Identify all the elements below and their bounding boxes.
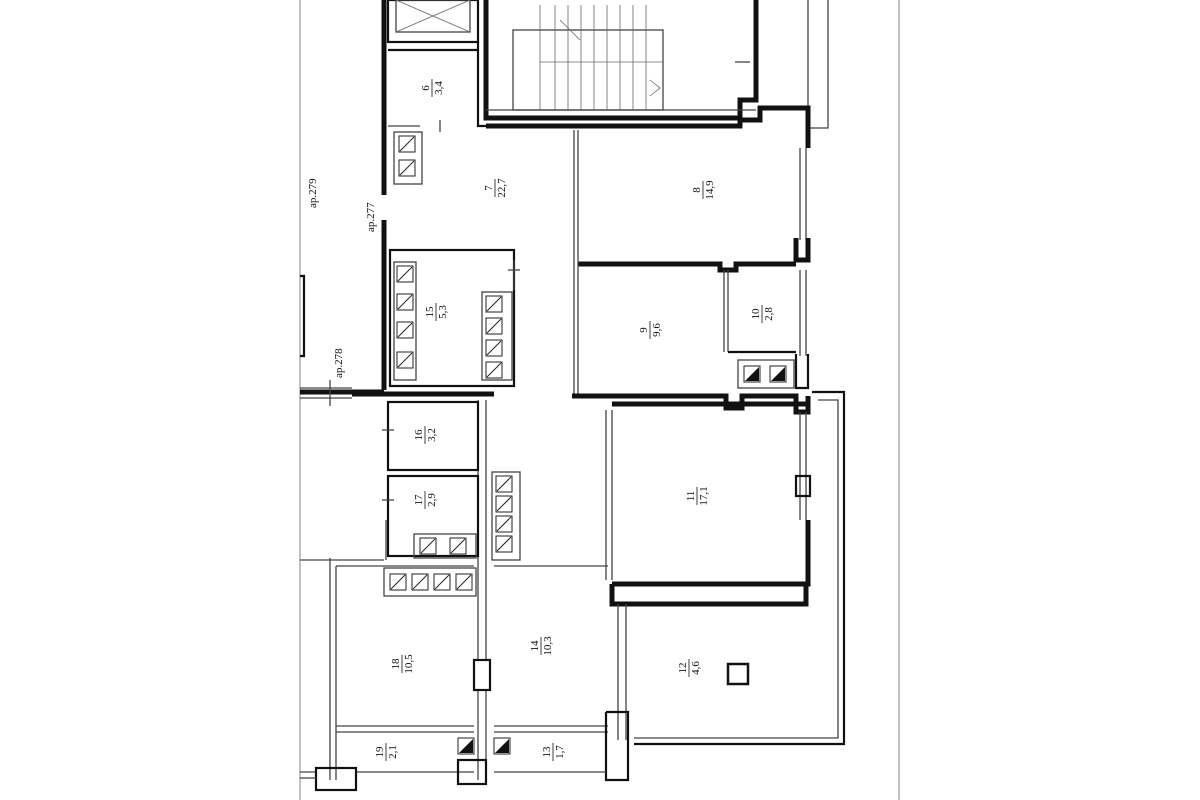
- top-shaft: [386, 0, 480, 44]
- room-area: 3,2: [426, 428, 438, 442]
- stairwell: [483, 0, 759, 121]
- room-number: 16: [413, 429, 425, 441]
- room-number: 17: [413, 494, 425, 506]
- walls: [300, 0, 846, 792]
- room-number: 9: [638, 327, 650, 333]
- section-marker: [300, 274, 306, 358]
- room-area: 10,3: [542, 636, 554, 656]
- room-number: 8: [691, 187, 703, 193]
- annotation-ap277: ар.277: [365, 202, 377, 232]
- room-area: 5,3: [437, 305, 449, 319]
- room-number: 19: [374, 746, 386, 758]
- outer-wall-top-right: [807, 0, 829, 129]
- room-number: 18: [390, 658, 402, 670]
- room-area: 2,1: [387, 745, 399, 759]
- room-number: 14: [529, 640, 541, 652]
- annotation-ap279: ар.279: [307, 178, 319, 208]
- room-area: 9,6: [651, 323, 663, 337]
- room-area: 10,5: [403, 654, 415, 674]
- room-area: 2,9: [426, 493, 438, 507]
- room-number: 15: [424, 306, 436, 318]
- room-area: 2,8: [763, 307, 775, 321]
- room-number: 7: [483, 185, 495, 191]
- room-number: 13: [541, 746, 553, 758]
- room-area: 14,9: [704, 180, 716, 200]
- room-area: 3,4: [433, 81, 445, 95]
- room-number: 11: [685, 491, 697, 502]
- room-area: 17,1: [698, 486, 710, 505]
- room-area: 4,6: [690, 661, 702, 675]
- room-number: 10: [750, 308, 762, 320]
- room-area: 22,7: [496, 178, 508, 198]
- vent-shafts: [383, 131, 795, 755]
- room-number: 12: [677, 663, 689, 674]
- room-area: 1,7: [554, 745, 566, 759]
- room-number: 6: [420, 85, 432, 91]
- annotation-ap278: ар.278: [333, 348, 345, 378]
